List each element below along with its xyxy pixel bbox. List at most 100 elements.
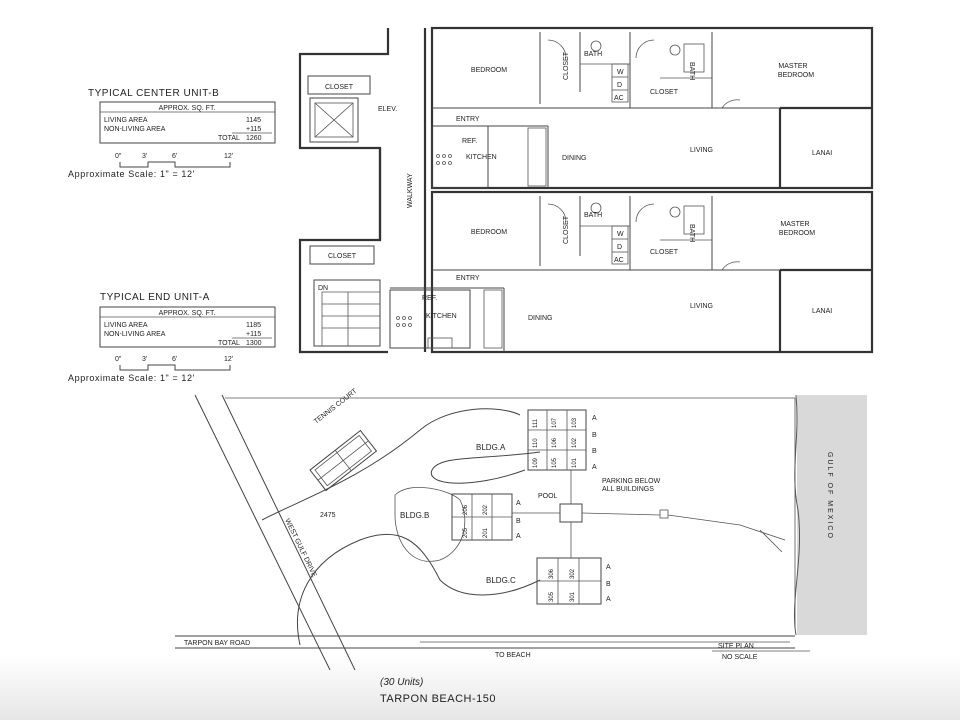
end-scale-tick-6: 6'	[172, 356, 177, 363]
end-scale-text: Approximate Scale: 1" = 12'	[68, 373, 195, 383]
bldg-b-letter-1: A	[516, 500, 521, 507]
bldg-c: 305 306 301 302 A B A BLDG.C	[486, 557, 611, 605]
unit-a-plan: BEDROOM CLOSET BATH BATH MASTER BEDROOM …	[389, 190, 874, 354]
center-scale-tick-0: 0"	[115, 153, 122, 160]
bldg-a-row-1c: 111	[533, 418, 539, 428]
unit-b-bath: BATH	[584, 51, 602, 58]
bldg-c-row-2b: 302	[570, 568, 576, 579]
pool-label: POOL	[538, 493, 558, 500]
bldg-a-row-3: 101	[572, 457, 578, 468]
unit-a-living: LIVING	[690, 303, 713, 310]
bldg-a-row-3c: 103	[572, 417, 578, 428]
bldg-a: 109 110 111 105 106 107 101 102 103 A B …	[476, 409, 597, 471]
center-unit-info: TYPICAL CENTER UNIT-B APPROX. SQ. FT. LI…	[68, 88, 276, 179]
bldg-a-row-2b: 106	[552, 437, 558, 448]
property-line	[225, 397, 796, 628]
center-table-header: APPROX. SQ. FT.	[159, 105, 216, 112]
bldg-c-letter-1: A	[606, 564, 611, 571]
caption-units: (30 Units)	[380, 677, 423, 688]
end-scale-tick-3: 3'	[142, 356, 147, 363]
bldg-b-row-2b: 202	[483, 504, 489, 515]
unit-a-dining: DINING	[528, 315, 553, 322]
no-scale-label: NO SCALE	[722, 654, 758, 661]
end-nonliving-label: NON-LIVING AREA	[104, 331, 166, 338]
unit-a-bath: BATH	[584, 212, 602, 219]
caption-name: TARPON BEACH-150	[380, 693, 496, 705]
core-closet-lower-label: CLOSET	[328, 253, 357, 260]
center-scale-tick-3: 3'	[142, 153, 147, 160]
bldg-b-row-1: 205	[463, 527, 469, 538]
center-living-value: 1145	[246, 117, 261, 124]
unit-b-master-bedroom: BEDROOM	[778, 72, 814, 79]
core-closet-lower	[309, 245, 375, 265]
unit-b-bath2: BATH	[688, 62, 695, 80]
bldg-b-row-1b: 206	[463, 504, 469, 515]
center-total-label: TOTAL	[218, 135, 240, 142]
unit-a-closet-vert: CLOSET	[563, 215, 570, 244]
center-scale-tick-12: 12'	[224, 153, 233, 160]
center-total-value: 1260	[246, 135, 262, 142]
center-living-label: LIVING AREA	[104, 117, 148, 124]
unit-b-ref: REF.	[462, 138, 477, 145]
bldg-a-row-3b: 102	[572, 437, 578, 448]
site-plan: GULF OF MEXICO WEST GULF DRIVE TARPON BA…	[175, 387, 867, 671]
bottom-shade	[0, 655, 960, 720]
bldg-a-row-2: 105	[552, 457, 558, 468]
unit-a-ref: REF.	[422, 295, 437, 302]
unit-b-closet: CLOSET	[650, 89, 679, 96]
bldg-a-row-1: 109	[533, 457, 539, 468]
unit-a-lanai: LANAI	[812, 308, 832, 315]
unit-a-w: W	[617, 231, 624, 238]
unit-b-living: LIVING	[690, 147, 713, 154]
unit-a-closet: CLOSET	[650, 249, 679, 256]
end-nonliving-value: +115	[246, 331, 261, 338]
bldg-a-label: BLDG.A	[476, 443, 506, 452]
end-living-label: LIVING AREA	[104, 322, 148, 329]
bldg-c-letter-2: B	[606, 581, 611, 588]
bldg-b-letter-3: A	[516, 533, 521, 540]
gulf-label: GULF OF MEXICO	[826, 452, 833, 540]
unit-b-ac: AC	[614, 95, 624, 102]
parking-label-1: PARKING BELOW	[602, 478, 661, 485]
gulf-water	[797, 395, 867, 635]
pool	[559, 503, 583, 523]
bldg-a-letter-3: B	[592, 448, 597, 455]
unit-b-lanai: LANAI	[812, 150, 832, 157]
core-closet-upper	[307, 75, 371, 95]
core-closet-upper-label: CLOSET	[325, 84, 354, 91]
end-living-value: 1185	[246, 322, 261, 329]
unit-a-master-bedroom: BEDROOM	[779, 230, 815, 237]
end-total-value: 1300	[246, 340, 262, 347]
center-unit-title: TYPICAL CENTER UNIT-B	[88, 88, 219, 99]
road-number-label: 2475	[320, 512, 336, 519]
unit-b-entry: ENTRY	[456, 116, 480, 123]
bldg-c-letter-3: A	[606, 596, 611, 603]
bldg-c-label: BLDG.C	[486, 576, 516, 585]
bldg-a-letter-2: B	[592, 432, 597, 439]
bldg-b: 205 206 201 202 A B A BLDG.B	[400, 493, 521, 541]
unit-a-master: MASTER	[780, 221, 809, 228]
west-gulf-drive-label: WEST GULF DRIVE	[283, 518, 318, 579]
center-unit-table	[99, 101, 276, 144]
elevator	[309, 97, 359, 143]
bldg-b-letter-2: B	[516, 518, 521, 525]
bldg-a-row-2c: 107	[552, 417, 558, 428]
bldg-c-row-1: 305	[549, 591, 555, 602]
elevator-label: ELEV.	[378, 106, 397, 113]
walkway-label: WALKWAY	[407, 173, 414, 208]
tennis-court-label: TENNIS COURT	[313, 387, 359, 425]
unit-a-d: D	[617, 244, 622, 251]
unit-a-entry: ENTRY	[456, 275, 480, 282]
end-unit-title: TYPICAL END UNIT-A	[100, 292, 210, 303]
unit-b-w: W	[617, 69, 624, 76]
end-unit-info: TYPICAL END UNIT-A APPROX. SQ. FT. LIVIN…	[68, 292, 276, 383]
bldg-a-row-1b: 110	[533, 438, 539, 448]
unit-a-bath2: BATH	[688, 224, 695, 242]
tarpon-bay-road-label: TARPON BAY ROAD	[184, 640, 250, 647]
unit-b-kitchen: KITCHEN	[466, 154, 497, 161]
unit-b-closet-vert: CLOSET	[563, 51, 570, 80]
bldg-c-row-1b: 306	[549, 568, 555, 579]
center-scale-tick-6: 6'	[172, 153, 177, 160]
bldg-a-letter-1: A	[592, 415, 597, 422]
